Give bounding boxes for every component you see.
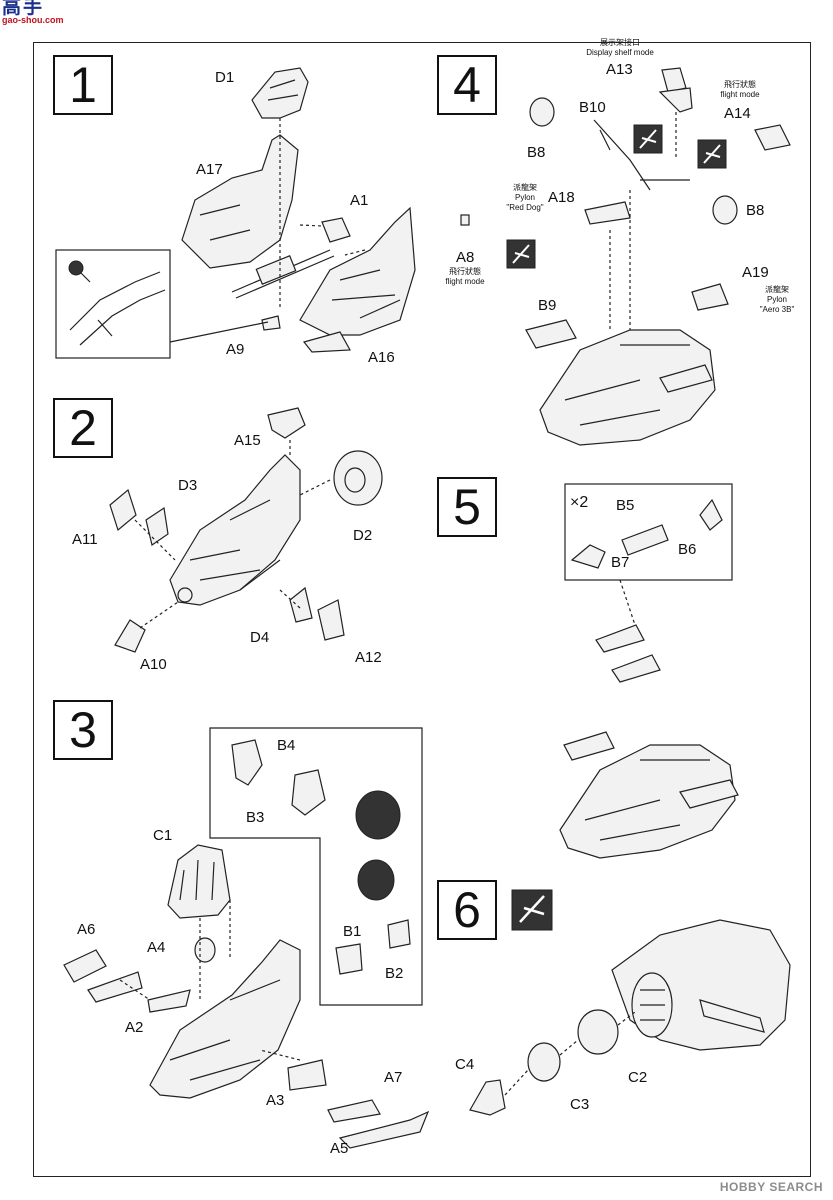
site-logo: 高手 gao-shou.com [2, 0, 64, 26]
part-label-a7: A7 [384, 1069, 403, 1086]
step-3-box: 3 [53, 700, 113, 760]
site-logo-url: gao-shou.com [2, 15, 64, 25]
display-shelf-note: 展示架接口 Display shelf mode [580, 38, 660, 58]
step-6-box: 6 [437, 880, 497, 940]
part-label-a15: A15 [234, 432, 261, 449]
part-label-a16: A16 [368, 349, 395, 366]
step3-drawing [63, 727, 430, 1149]
part-label-b6: B6 [678, 541, 697, 558]
flight-mode-note-left-cn: 飛行狀態 [449, 267, 481, 276]
part-label-b4: B4 [277, 737, 296, 754]
flight-mode-note-top-cn: 飛行狀態 [724, 80, 756, 89]
part-label-a3: A3 [266, 1092, 285, 1109]
part-label-d1: D1 [215, 69, 235, 86]
part-label-a9: A9 [226, 341, 245, 358]
step4-drawing [460, 67, 791, 446]
part-label-a2: A2 [125, 1019, 144, 1036]
part-label-b8-left: B8 [527, 144, 546, 161]
part-label-c3: C3 [570, 1096, 590, 1113]
red-dog-pylon-note: 派龍架 Pylon "Red Dog" [500, 183, 550, 213]
part-label-a14: A14 [724, 105, 751, 122]
step5-drawing [559, 483, 739, 859]
part-label-b3: B3 [246, 809, 265, 826]
instruction-frame [33, 42, 811, 1177]
part-label-a19: A19 [742, 264, 769, 281]
part-label-a8: A8 [456, 249, 475, 266]
part-label-a18: A18 [548, 189, 575, 206]
part-label-b9: B9 [538, 297, 557, 314]
display-shelf-note-cn: 展示架接口 [600, 38, 640, 47]
step-1-box: 1 [53, 55, 113, 115]
part-label-a11: A11 [72, 531, 98, 548]
part-label-c1: C1 [153, 827, 173, 844]
part-label-b1: B1 [343, 923, 362, 940]
step1-drawing [55, 67, 416, 359]
site-logo-text: 高手 [2, 0, 45, 18]
part-label-b7: B7 [611, 554, 630, 571]
part-label-d2: D2 [353, 527, 373, 544]
aero-3b-pylon-note-en2: "Aero 3B" [759, 305, 795, 314]
part-label-b2: B2 [385, 965, 404, 982]
part-label-a10: A10 [140, 656, 167, 673]
part-label-a4: A4 [147, 939, 166, 956]
part-label-a13: A13 [606, 61, 633, 78]
step2-drawing [109, 407, 383, 653]
step-2-box: 2 [53, 398, 113, 458]
flight-mode-note-left-en: flight mode [445, 277, 485, 286]
part-label-c2: C2 [628, 1069, 648, 1086]
part-label-a6: A6 [77, 921, 96, 938]
flight-mode-note-left: 飛行狀態 flight mode [440, 267, 490, 287]
part-label-c4: C4 [455, 1056, 475, 1073]
part-label-d3: D3 [178, 477, 198, 494]
step-4-box: 4 [437, 55, 497, 115]
aero-3b-pylon-note-cn: 派龍架 [765, 285, 789, 294]
flight-mode-note-top: 飛行狀態 flight mode [715, 80, 765, 100]
part-label-a5: A5 [330, 1140, 349, 1157]
aero-3b-pylon-note-en1: Pylon [766, 295, 787, 304]
part-label-d4: D4 [250, 629, 270, 646]
step-5-box: 5 [437, 477, 497, 537]
part-label-a1: A1 [350, 192, 369, 209]
quantity-multiplier: ×2 [570, 494, 589, 511]
red-dog-pylon-note-en2: "Red Dog" [506, 203, 544, 212]
red-dog-pylon-note-cn: 派龍架 [513, 183, 537, 192]
part-label-a17: A17 [196, 161, 223, 178]
part-label-b10: B10 [579, 99, 606, 116]
part-label-b8-right: B8 [746, 202, 765, 219]
step6-drawing [469, 889, 791, 1116]
aero-3b-pylon-note: 派龍架 Pylon "Aero 3B" [752, 285, 802, 315]
display-shelf-note-en: Display shelf mode [586, 48, 654, 57]
flight-mode-note-top-en: flight mode [720, 90, 760, 99]
part-label-b5: B5 [616, 497, 635, 514]
red-dog-pylon-note-en1: Pylon [514, 193, 535, 202]
part-label-a12: A12 [355, 649, 382, 666]
watermark: HOBBY SEARCH [719, 1180, 823, 1194]
